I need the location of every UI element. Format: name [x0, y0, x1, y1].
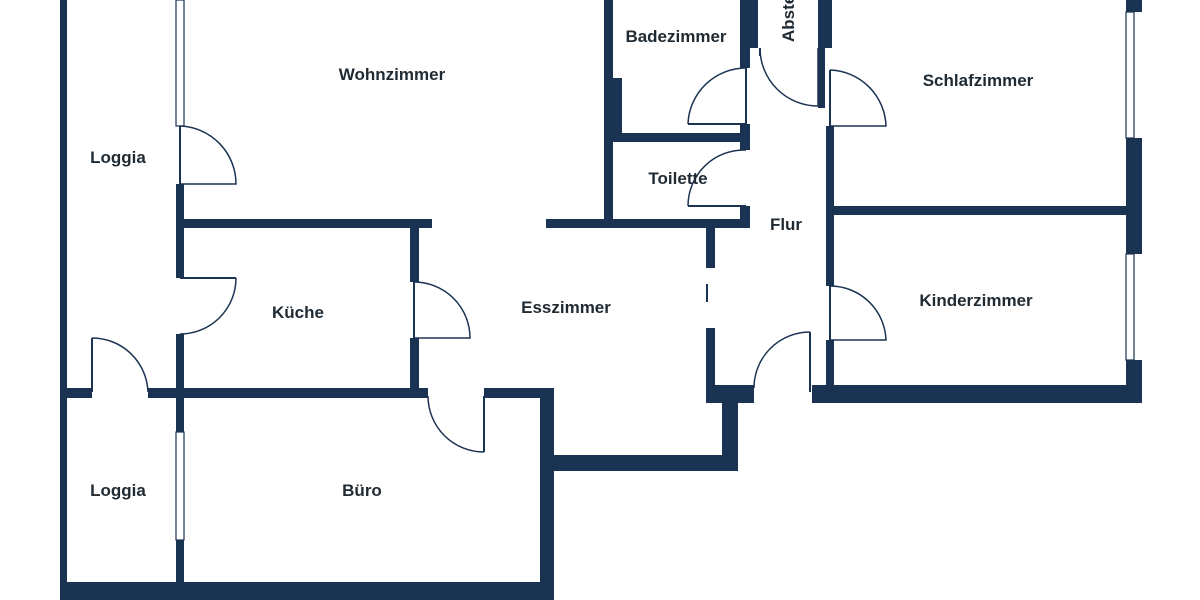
wall-loggia-buero-low: [176, 540, 184, 582]
room-label-kinderzimmer: Kinderzimmer: [919, 291, 1033, 310]
door-wohnzimmer-loggia: [179, 125, 237, 185]
wall-bad-right: [740, 0, 750, 68]
room-label-toilette: Toilette: [648, 169, 707, 188]
room-label-wohnzimmer: Wohnzimmer: [339, 65, 446, 84]
wall-buero-top-left: [148, 388, 184, 398]
room-label-flur: Flur: [770, 215, 802, 234]
window-kinderzimmer: [1125, 253, 1135, 361]
room-label-schlafzimmer: Schlafzimmer: [923, 71, 1034, 90]
wall-right-low: [1126, 360, 1142, 403]
wall-bad-toilette: [604, 133, 750, 142]
door-schlafzimmer: [829, 69, 887, 127]
wall-right-top: [1126, 0, 1142, 12]
wall-schlaf-left: [826, 126, 834, 286]
wall-esszimmer-bottom: [540, 455, 738, 471]
door-kueche-esszimmer: [413, 281, 471, 339]
window-buero: [175, 431, 185, 541]
wall-kueche-right-top: [410, 228, 419, 282]
wall-abstell-left: [750, 0, 758, 48]
room-label-loggia-top: Loggia: [90, 148, 146, 167]
door-kueche-loggia: [179, 277, 237, 335]
windows: [175, 0, 1135, 541]
wall-kueche-right-low: [410, 338, 419, 390]
room-label-abstell: Abste: [779, 0, 798, 42]
wall-outer-bottom: [60, 582, 554, 600]
wall-loggia-split: [60, 388, 92, 398]
room-label-kueche: Küche: [272, 303, 324, 322]
wall-kinderzimmer-bottom: [812, 385, 1142, 403]
room-label-buero: Büro: [342, 481, 382, 500]
wall-esszimmer-right-low: [706, 328, 715, 390]
window-schlafzimmer: [1125, 11, 1135, 139]
door-badezimmer: [687, 67, 747, 125]
wall-loggia-kueche: [176, 334, 184, 396]
wall-loggia-wohnzimmer: [176, 184, 184, 278]
wall-flur-stub: [706, 284, 708, 302]
doors: [91, 47, 887, 453]
door-kinderzimmer: [829, 285, 887, 341]
wall-bad-left-thick: [604, 78, 622, 136]
wall-loggia-buero: [176, 398, 184, 432]
wall-esszimmer-top: [546, 219, 746, 228]
walls: [60, 0, 1142, 600]
wall-abstell-right: [818, 0, 832, 48]
wall-outer-left: [60, 0, 67, 600]
room-label-loggia-bottom: Loggia: [90, 481, 146, 500]
room-label-esszimmer: Esszimmer: [521, 298, 611, 317]
wall-buero-top: [176, 388, 428, 398]
wall-esszimmer-right: [706, 228, 715, 268]
room-label-badezimmer: Badezimmer: [625, 27, 726, 46]
room-labels: Wohnzimmer Loggia Küche Esszimmer Loggia…: [90, 0, 1034, 500]
wall-buero-top-right: [484, 388, 554, 398]
wall-kueche-top: [176, 219, 432, 228]
wall-buero-right: [540, 392, 554, 600]
door-flur-esszimmer: [753, 331, 811, 392]
wall-schlaf-kinder: [834, 206, 1138, 215]
wall-abstell-right-low: [818, 48, 825, 108]
door-toilette: [687, 149, 747, 207]
wall-kinder-left-low: [826, 340, 834, 390]
door-abstell: [759, 47, 819, 107]
wall-right-mid: [1126, 138, 1142, 254]
wall-step-vertical: [722, 385, 738, 471]
wall-step-top: [706, 385, 754, 403]
door-buero: [427, 395, 485, 453]
wall-bad-right-mid: [740, 124, 750, 150]
wall-toilette-right-low: [740, 206, 750, 228]
door-loggia-lower: [91, 337, 149, 393]
window-wohnzimmer: [175, 0, 185, 127]
